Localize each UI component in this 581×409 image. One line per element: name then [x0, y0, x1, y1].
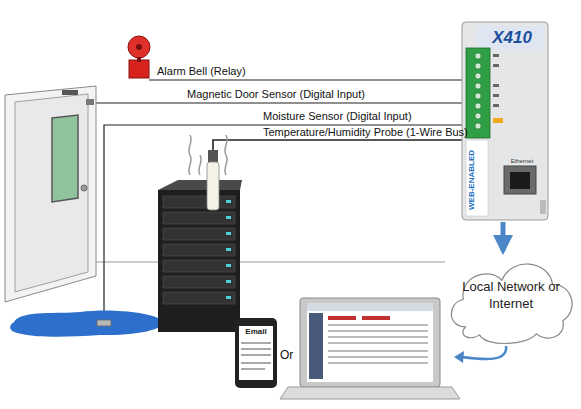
email-title: Email: [239, 327, 273, 336]
alarm-bell: [128, 36, 150, 78]
floor-line: [95, 262, 445, 263]
temperature-probe: [207, 150, 219, 210]
laptop: [280, 298, 460, 399]
input-label: Moisture Sensor (Digital Input): [263, 110, 412, 122]
port-label: Ethernet: [502, 158, 542, 164]
network-arrow: [462, 346, 506, 359]
x410-device: [462, 22, 548, 220]
moisture-sensor: [97, 320, 111, 326]
bus-label: Temperature/Humidity Probe (1-Wire Bus): [263, 126, 468, 138]
door-wire: [92, 102, 478, 103]
arrow-head: [454, 351, 464, 363]
probe-wire: [213, 140, 478, 152]
door: [5, 86, 96, 302]
server-rack: [158, 180, 242, 332]
or-label: Or: [280, 348, 293, 362]
network-cloud: Local Network or Internet: [445, 250, 577, 346]
network-text: Local Network or Internet: [461, 278, 561, 312]
flow-arrow: [501, 222, 506, 251]
relay-wire: [149, 79, 478, 80]
brand-text: WEB-ENABLED: [467, 143, 487, 217]
device-node: X410WEB-ENABLED Ethernet: [462, 22, 548, 220]
phone-node: Email: [235, 318, 277, 388]
input-label: Magnetic Door Sensor (Digital Input): [187, 88, 365, 100]
model-name: X410: [480, 28, 544, 48]
cloud-outline: [451, 264, 572, 343]
relay-label: Alarm Bell (Relay): [157, 65, 246, 77]
water-puddle: [10, 310, 163, 336]
smartphone: [235, 318, 277, 388]
